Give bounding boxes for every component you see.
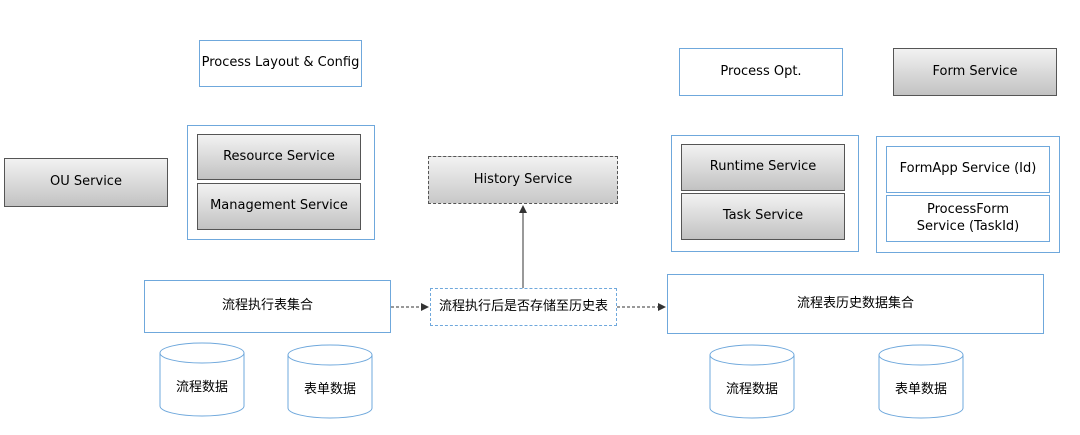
- management-service-box[interactable]: Management Service: [197, 183, 361, 230]
- db-form-data-right[interactable]: 表单数据: [878, 344, 964, 419]
- processform-service-box[interactable]: ProcessForm Service (TaskId): [886, 195, 1050, 242]
- db-label: 流程数据: [725, 382, 778, 397]
- database-cylinder-icon: [159, 342, 245, 417]
- runtime-service-box[interactable]: Runtime Service: [681, 144, 845, 191]
- exec-tables-box[interactable]: 流程执行表集合: [144, 280, 391, 333]
- store-note-box[interactable]: 流程执行后是否存储至历史表: [430, 288, 617, 326]
- db-label: 流程数据: [175, 380, 228, 395]
- db-process-data-left[interactable]: 流程数据: [159, 342, 245, 417]
- form-service-box[interactable]: Form Service: [893, 48, 1057, 96]
- process-opt-box[interactable]: Process Opt.: [679, 48, 843, 96]
- history-service-box[interactable]: History Service: [428, 156, 618, 204]
- db-process-data-right[interactable]: 流程数据: [709, 344, 795, 419]
- process-layout-config-box[interactable]: Process Layout & Config: [199, 40, 362, 87]
- ou-service-box[interactable]: OU Service: [4, 158, 168, 207]
- database-cylinder-icon: [878, 344, 964, 419]
- formapp-service-box[interactable]: FormApp Service (Id): [886, 146, 1050, 193]
- db-label: 表单数据: [894, 382, 947, 397]
- resource-service-box[interactable]: Resource Service: [197, 134, 361, 180]
- task-service-box[interactable]: Task Service: [681, 193, 845, 240]
- database-cylinder-icon: [709, 344, 795, 419]
- history-tables-box[interactable]: 流程表历史数据集合: [667, 274, 1044, 334]
- db-label: 表单数据: [303, 382, 356, 397]
- db-form-data-left[interactable]: 表单数据: [287, 344, 373, 419]
- database-cylinder-icon: [287, 344, 373, 419]
